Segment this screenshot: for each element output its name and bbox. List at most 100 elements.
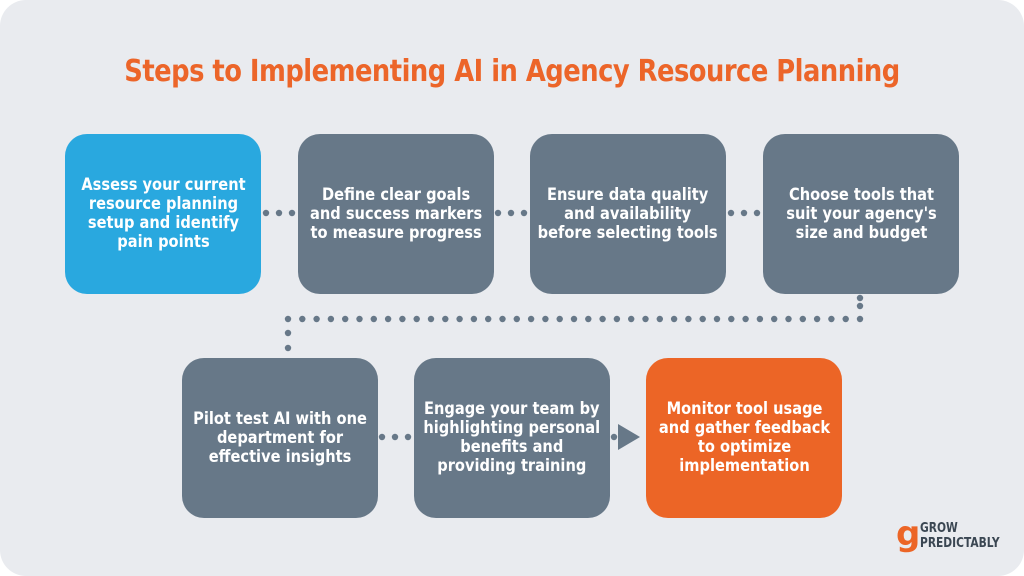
step-6-line: benefits and bbox=[460, 437, 564, 457]
connector-dot bbox=[456, 315, 463, 323]
connector-dot bbox=[785, 315, 792, 323]
connector-dot bbox=[753, 209, 761, 217]
step-3-line: and availability bbox=[564, 203, 692, 224]
connector-dots bbox=[262, 209, 864, 441]
connector-dot bbox=[570, 315, 578, 323]
connector-dot bbox=[799, 315, 806, 323]
connector-dot bbox=[699, 315, 706, 323]
connector-dot bbox=[327, 315, 335, 323]
connector-dot bbox=[284, 329, 292, 337]
connector-dot bbox=[842, 315, 849, 323]
connector-dot bbox=[556, 315, 563, 323]
connector-dot bbox=[494, 209, 502, 217]
step-7-line: implementation bbox=[678, 456, 810, 476]
connector-dot bbox=[742, 315, 749, 323]
connector-dot bbox=[275, 209, 283, 217]
step-5-line: Pilot test AI with one bbox=[193, 408, 367, 429]
step-4-line: Choose tools that bbox=[788, 184, 934, 205]
connector-dot bbox=[856, 315, 864, 323]
step-2-line: and success markers bbox=[309, 203, 483, 224]
connector-dot bbox=[585, 315, 592, 323]
logo-text-line-2: PREDICTABLY bbox=[920, 536, 1000, 551]
connector-dot bbox=[771, 315, 778, 323]
connector-dot bbox=[485, 315, 492, 323]
connector-dot bbox=[513, 315, 520, 323]
step-3-line: before selecting tools bbox=[538, 222, 718, 243]
connector-dot bbox=[284, 315, 292, 323]
step-4-line: size and budget bbox=[795, 222, 927, 243]
connector-dot bbox=[527, 315, 535, 323]
connector-dot bbox=[470, 315, 478, 323]
connector-dot bbox=[404, 433, 412, 441]
connector-dot bbox=[288, 209, 296, 217]
connector-dot bbox=[740, 209, 748, 217]
connector-dot bbox=[728, 315, 735, 323]
connector-dot bbox=[356, 315, 363, 323]
step-1-line: pain points bbox=[116, 232, 210, 252]
connector-dot bbox=[284, 344, 292, 352]
step-5-line: effective insights bbox=[208, 446, 352, 467]
connector-dot bbox=[413, 315, 420, 323]
connector-dot bbox=[685, 315, 692, 323]
connector-dot bbox=[642, 315, 649, 323]
connector-dot bbox=[856, 302, 864, 310]
connector-dot bbox=[378, 433, 386, 441]
diagram-title: Steps to Implementing AI in Agency Resou… bbox=[124, 54, 900, 89]
connector-dot bbox=[727, 209, 735, 217]
connector-dot bbox=[313, 315, 320, 323]
step-4-line: suit your agency's bbox=[785, 203, 937, 224]
connector-dot bbox=[756, 315, 764, 323]
step-7-line: Monitor tool usage bbox=[666, 399, 822, 419]
connector-dot bbox=[828, 315, 835, 323]
step-1-line: setup and identify bbox=[87, 213, 239, 233]
logo-g-icon: g bbox=[896, 514, 921, 554]
connector-dot bbox=[542, 315, 549, 323]
connector-dot bbox=[856, 294, 864, 302]
connector-dot bbox=[613, 315, 621, 323]
connector-dot bbox=[262, 209, 270, 217]
step-2-line: to measure progress bbox=[310, 222, 482, 243]
step-1-line: Assess your current bbox=[80, 175, 246, 195]
connector-dot bbox=[427, 315, 435, 323]
connector-dot bbox=[520, 209, 528, 217]
step-6-line: providing training bbox=[437, 456, 587, 476]
connector-dot bbox=[442, 315, 449, 323]
connector-dot bbox=[384, 315, 392, 323]
connector-dot bbox=[628, 315, 635, 323]
connector-dot bbox=[299, 315, 306, 323]
connector-dot bbox=[670, 315, 678, 323]
connector-dot bbox=[391, 433, 399, 441]
step-2-line: Define clear goals bbox=[321, 184, 471, 205]
connector-dot bbox=[656, 315, 663, 323]
connector-dot bbox=[399, 315, 406, 323]
step-6-line: highlighting personal bbox=[423, 418, 601, 438]
step-3-line: Ensure data quality bbox=[547, 184, 709, 205]
step-7-line: and gather feedback bbox=[658, 418, 830, 438]
connector-dot bbox=[610, 433, 618, 441]
grow-predictably-logo: g GROW PREDICTABLY bbox=[896, 514, 1006, 558]
connector-dot bbox=[813, 315, 821, 323]
step-1-line: resource planning bbox=[88, 194, 238, 214]
step-6-line: Engage your team by bbox=[424, 399, 600, 419]
connector-dot bbox=[507, 209, 515, 217]
step-5-line: department for bbox=[216, 427, 344, 448]
logo-text-line-1: GROW bbox=[920, 521, 958, 536]
connector-dot bbox=[713, 315, 721, 323]
arrowhead-icon bbox=[618, 424, 640, 450]
connector-dot bbox=[370, 315, 377, 323]
